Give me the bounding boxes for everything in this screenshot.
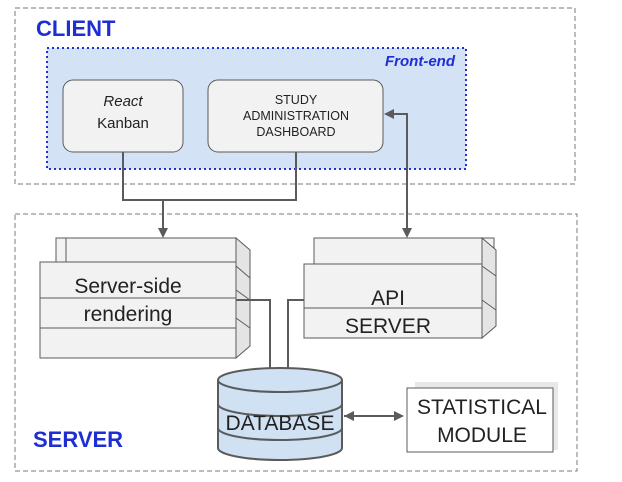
- api-server-stack: API SERVER: [303, 236, 497, 340]
- dashboard-api-connector: [384, 109, 412, 238]
- server-title: SERVER: [33, 427, 123, 452]
- api-line2: SERVER: [345, 315, 431, 338]
- ssr-line2: rendering: [84, 303, 173, 326]
- statistical-line1: STATISTICAL: [417, 396, 547, 419]
- kanban-to-ssr-connector: [122, 152, 163, 201]
- react-kanban-title: React: [103, 93, 143, 110]
- ssr-server-stack: Server-side rendering: [39, 236, 251, 360]
- statistical-module-box: STATISTICAL MODULE: [406, 382, 558, 453]
- api-to-database-connector: [283, 299, 304, 385]
- react-kanban-subtitle: Kanban: [97, 115, 149, 132]
- database-label: DATABASE: [226, 412, 335, 435]
- frontend-label: Front-end: [385, 53, 456, 70]
- database-cylinder: DATABASE: [217, 367, 343, 461]
- server-container: SERVER: [14, 213, 578, 472]
- statistical-line2: MODULE: [437, 424, 527, 447]
- api-line1: API: [371, 287, 405, 310]
- ssr-to-database-connector: [236, 299, 275, 385]
- study-dashboard-line3: DASHBOARD: [256, 125, 335, 139]
- study-dashboard-line2: ADMINISTRATION: [243, 109, 349, 123]
- ssr-line1: Server-side: [74, 275, 181, 298]
- database-statistical-connector: [344, 411, 404, 421]
- dashboard-to-ssr-connector: [158, 152, 297, 238]
- react-kanban-card: React Kanban: [62, 79, 184, 153]
- study-dashboard-card: STUDY ADMINISTRATION DASHBOARD: [207, 79, 384, 153]
- study-dashboard-line1: STUDY: [275, 93, 318, 107]
- client-title: CLIENT: [36, 16, 116, 41]
